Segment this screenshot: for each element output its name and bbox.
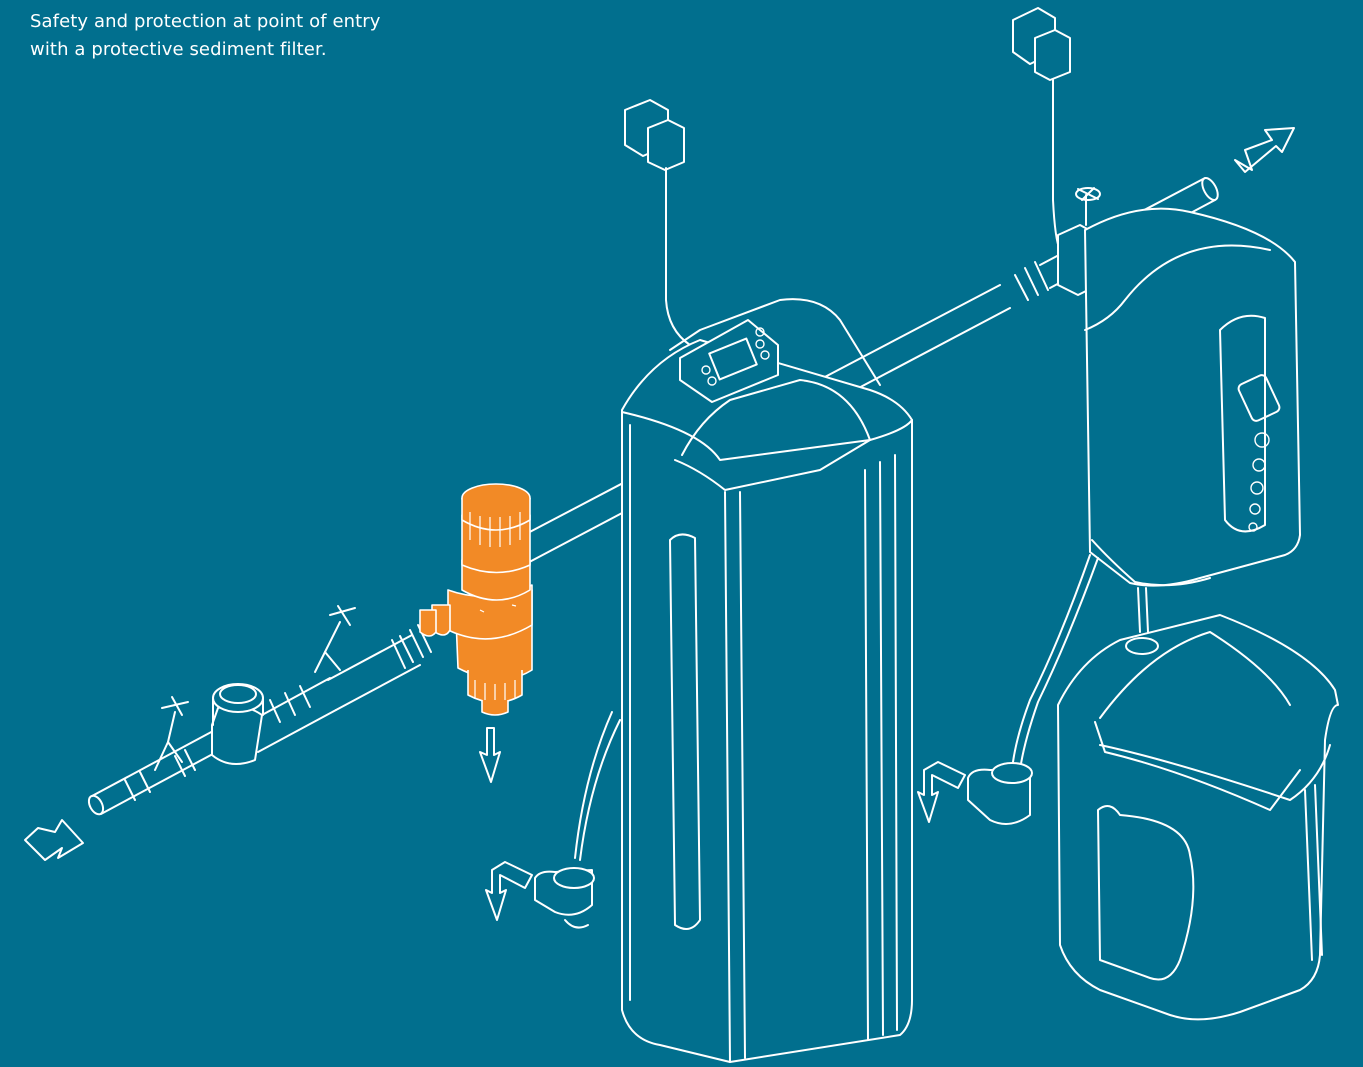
water-meter	[212, 678, 336, 764]
outlet-arrow-icon	[1235, 128, 1294, 172]
brine-drain-arrow-icon	[918, 762, 965, 822]
inlet-pipe	[86, 730, 224, 817]
softener-drain-arrow-icon	[486, 862, 532, 920]
water-softener	[575, 299, 912, 1062]
dosing-power-adapter-icon	[1013, 8, 1070, 250]
inlet-arrow-icon	[25, 820, 83, 860]
brine-drain-fitting	[968, 763, 1032, 824]
softener-drain-fitting	[535, 868, 594, 928]
shutoff-valve-1	[155, 697, 188, 770]
shutoff-valve-2	[315, 606, 431, 710]
filter-drain-arrow-icon	[480, 728, 500, 782]
softener-power-adapter-icon	[625, 100, 690, 345]
sediment-filter	[420, 484, 532, 715]
brine-tank	[1058, 615, 1338, 1019]
